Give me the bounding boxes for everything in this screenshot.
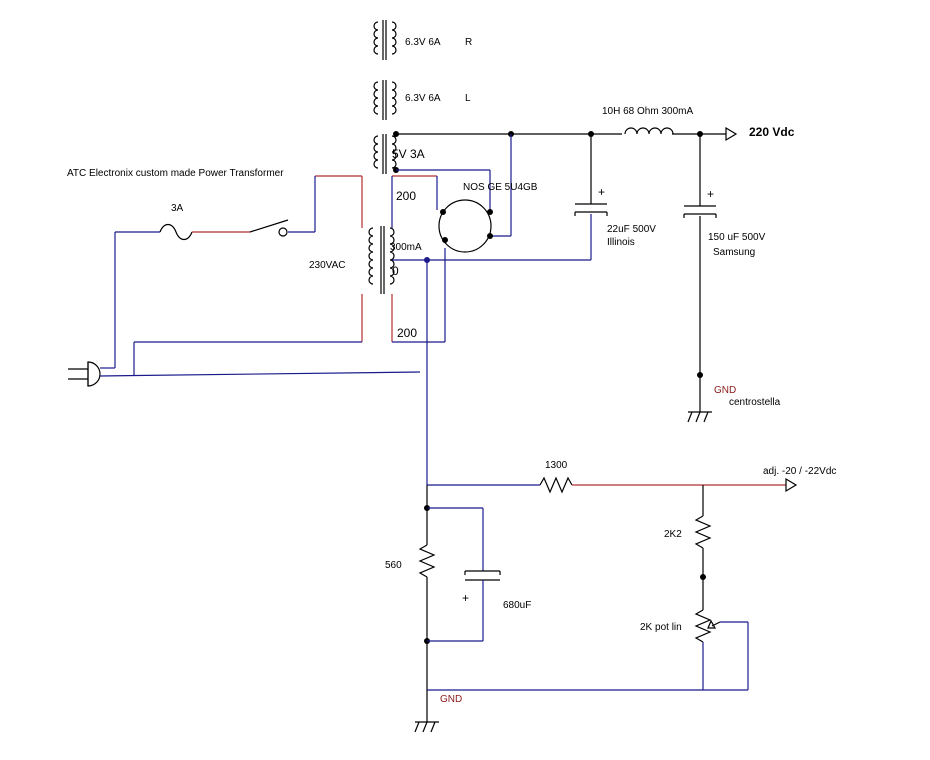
resistor-1300 [539,476,573,494]
heater-winding-l [373,80,397,120]
heater-r-label: 6.3V 6A [405,37,441,48]
pot-label: 2K pot lin [640,622,682,633]
cap2-brand-label: Samsung [713,247,755,258]
r-1300-label: 1300 [545,460,568,471]
power-transformer [368,226,395,294]
resistor-2k2 [694,515,712,549]
rectifier-heater-winding [373,134,397,174]
heater-r-side-label: R [465,37,472,48]
rect-heater-label: 5V 3A [392,147,425,161]
star-ground-label: centrostella [729,397,781,408]
plus-icon: + [462,591,469,605]
ground-symbol-1 [687,375,712,423]
fuse [159,223,193,241]
bias-output-label: adj. -20 / -22Vdc [763,466,836,477]
heater-l-label: 6.3V 6A [405,93,441,104]
bias-output-arrow-icon [785,477,798,493]
tap-zero-label: 0 [392,264,399,278]
potentiometer-2k [694,609,721,643]
capacitor-680uf: + [462,570,501,605]
junction-dot [700,574,706,580]
heater-winding-r [373,20,397,60]
cap1-value-label: 22uF 500V [607,224,656,235]
r-560-label: 560 [385,560,402,571]
capacitor-150uf: + [683,187,717,218]
tap-200-bottom-label: 200 [397,326,417,340]
plus-icon: + [707,187,714,201]
gnd-label-2: GND [440,694,462,705]
choke-inductor [622,124,674,138]
cap1-brand-label: Illinois [607,237,635,248]
rectifier-label: NOS GE 5U4GB [463,182,538,193]
heater-l-side-label: L [465,93,471,104]
tap-200-top-label: 200 [396,189,416,203]
r-2k2-label: 2K2 [664,529,682,540]
ground-symbol-2 [414,690,439,733]
primary-label: 230VAC [309,260,346,271]
capacitor-22uf: + [574,185,608,216]
choke-label: 10H 68 Ohm 300mA [602,106,693,117]
fuse-label: 3A [171,203,184,214]
resistor-560 [418,544,436,578]
tap-current-label: 300mA [390,242,422,253]
cap2-value-label: 150 uF 500V [708,232,766,243]
power-switch [249,219,289,237]
cap3-value-label: 680uF [503,600,531,611]
transformer-title: ATC Electronix custom made Power Transfo… [67,168,284,179]
plus-icon: + [598,185,605,199]
rectifier-tube [438,199,493,253]
hv-output-arrow-icon [725,126,738,142]
mains-plug-icon [68,361,101,387]
gnd-label-1: GND [714,385,736,396]
hv-output-label: 220 Vdc [749,125,795,139]
